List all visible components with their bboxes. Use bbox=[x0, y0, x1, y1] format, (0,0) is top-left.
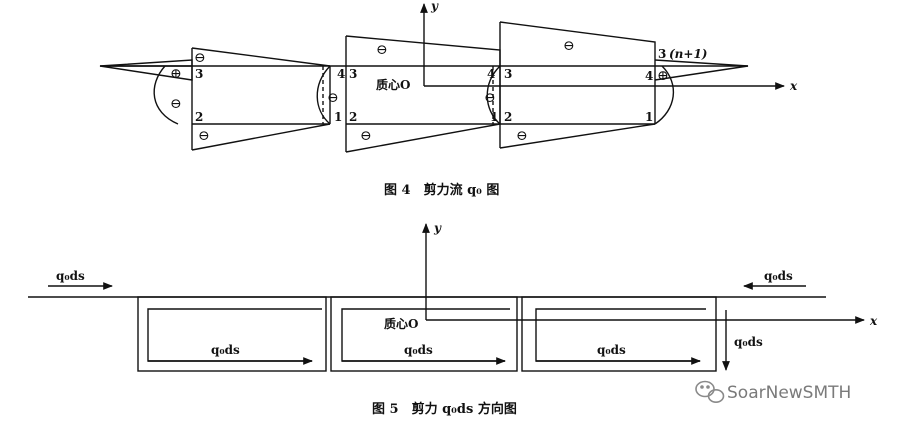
fig4-node-labels: 3 2 4 1 3 2 4 1 3 2 4 1 3 (n+1) bbox=[195, 47, 707, 124]
fig4-signs: ⊖ ⊕ ⊖ ⊖ ⊖ ⊖ ⊖ ⊖ ⊖ ⊖ ⊕ bbox=[170, 38, 669, 144]
node-label-n-plus-1: (n+1) bbox=[669, 47, 707, 61]
fig4-shear-flow-diagram bbox=[99, 3, 785, 153]
node-label: 4 bbox=[645, 69, 653, 83]
node-label: 3 bbox=[195, 67, 203, 81]
sign-minus: ⊖ bbox=[563, 38, 575, 54]
fig4-x-axis-label: x bbox=[789, 79, 798, 93]
fig4-cell-1 bbox=[153, 47, 331, 151]
sign-minus: ⊖ bbox=[376, 42, 388, 58]
node-label: 1 bbox=[490, 110, 498, 124]
sign-plus: ⊕ bbox=[170, 66, 182, 82]
watermark: SoarNewSMTH bbox=[695, 380, 851, 403]
fig5-y-axis-label: y bbox=[433, 221, 442, 235]
fig4-y-axis-label: y bbox=[430, 0, 439, 13]
node-label: 3 bbox=[349, 67, 357, 81]
node-label: 4 bbox=[337, 67, 345, 81]
fig5-right-flow-label: q₀ds bbox=[764, 269, 793, 283]
node-label: 1 bbox=[645, 110, 653, 124]
sign-minus: ⊖ bbox=[194, 50, 206, 66]
sign-plus: ⊕ bbox=[657, 68, 669, 84]
node-label: 1 bbox=[334, 110, 342, 124]
fig4-cell-2 bbox=[330, 35, 501, 153]
fig5-down-flow-label: q₀ds bbox=[734, 335, 763, 349]
node-label: 3 bbox=[504, 67, 512, 81]
fig5-cell-flow-label: q₀ds bbox=[597, 343, 626, 357]
node-label: 2 bbox=[349, 110, 357, 124]
watermark-text: SoarNewSMTH bbox=[727, 383, 851, 403]
fig5-left-flow-label: q₀ds bbox=[56, 269, 85, 283]
node-label: 3 bbox=[658, 47, 666, 61]
sign-minus: ⊖ bbox=[484, 90, 496, 106]
fig5-cell-3 bbox=[521, 296, 717, 372]
sign-minus: ⊖ bbox=[360, 128, 372, 144]
node-label: 4 bbox=[487, 67, 495, 81]
sign-minus: ⊖ bbox=[516, 128, 528, 144]
fig4-caption: 图 4 剪力流 q₀ 图 bbox=[384, 182, 499, 198]
fig4-cell-3 bbox=[499, 21, 749, 149]
sign-minus: ⊖ bbox=[198, 128, 210, 144]
fig5-cell-flow-label: q₀ds bbox=[211, 343, 240, 357]
fig4-centroid-label: 质心O bbox=[376, 77, 410, 92]
fig5-x-axis-label: x bbox=[869, 314, 878, 328]
sign-minus: ⊖ bbox=[170, 96, 182, 112]
node-label: 2 bbox=[504, 110, 512, 124]
fig5-caption: 图 5 剪力 q₀ds 方向图 bbox=[372, 401, 517, 417]
fig5-cell-1 bbox=[137, 296, 327, 372]
fig5-centroid-label: 质心O bbox=[384, 316, 418, 331]
fig5-cell-flow-label: q₀ds bbox=[404, 343, 433, 357]
sign-minus: ⊖ bbox=[327, 90, 339, 106]
node-label: 2 bbox=[195, 110, 203, 124]
wechat-logo-icon bbox=[695, 380, 725, 403]
fig5-direction-diagram bbox=[28, 223, 865, 372]
fig5-cell-2 bbox=[330, 296, 518, 372]
